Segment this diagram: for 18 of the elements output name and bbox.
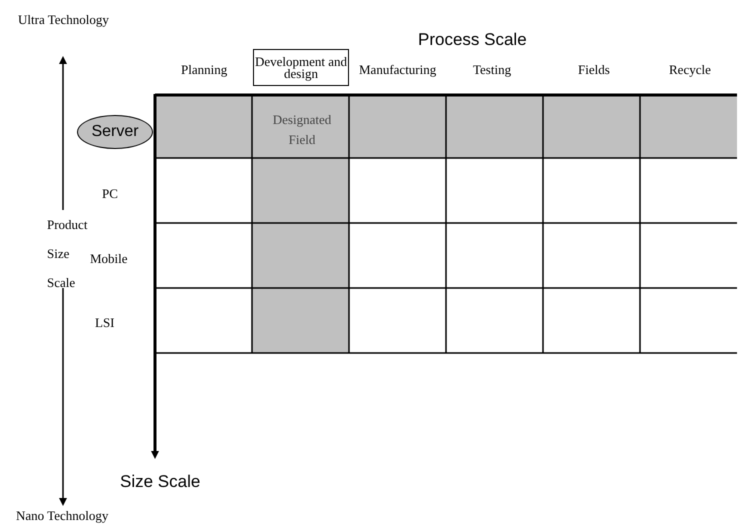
axis-title: Process Scale: [418, 30, 527, 50]
axis-end-label: Ultra Technology: [18, 12, 109, 28]
column-header: Recycle: [669, 62, 711, 78]
axis-title: Size Scale: [120, 472, 200, 492]
column-header: Fields: [578, 62, 610, 78]
row-label: LSI: [95, 315, 114, 331]
row-label: PC: [102, 186, 118, 202]
axis-title: Product Size Scale: [47, 216, 87, 292]
node-text: Server: [91, 123, 139, 141]
cell-text: Designated Field: [272, 111, 332, 149]
row-label: Mobile: [90, 251, 128, 267]
node-text: Development and design: [254, 56, 348, 80]
column-header: Planning: [181, 62, 228, 78]
ellipse-node: [77, 115, 153, 149]
column-header: Manufacturing: [359, 62, 436, 78]
axis-end-label: Nano Technology: [16, 508, 108, 524]
header-box: [253, 49, 349, 86]
column-header: Testing: [473, 62, 512, 78]
